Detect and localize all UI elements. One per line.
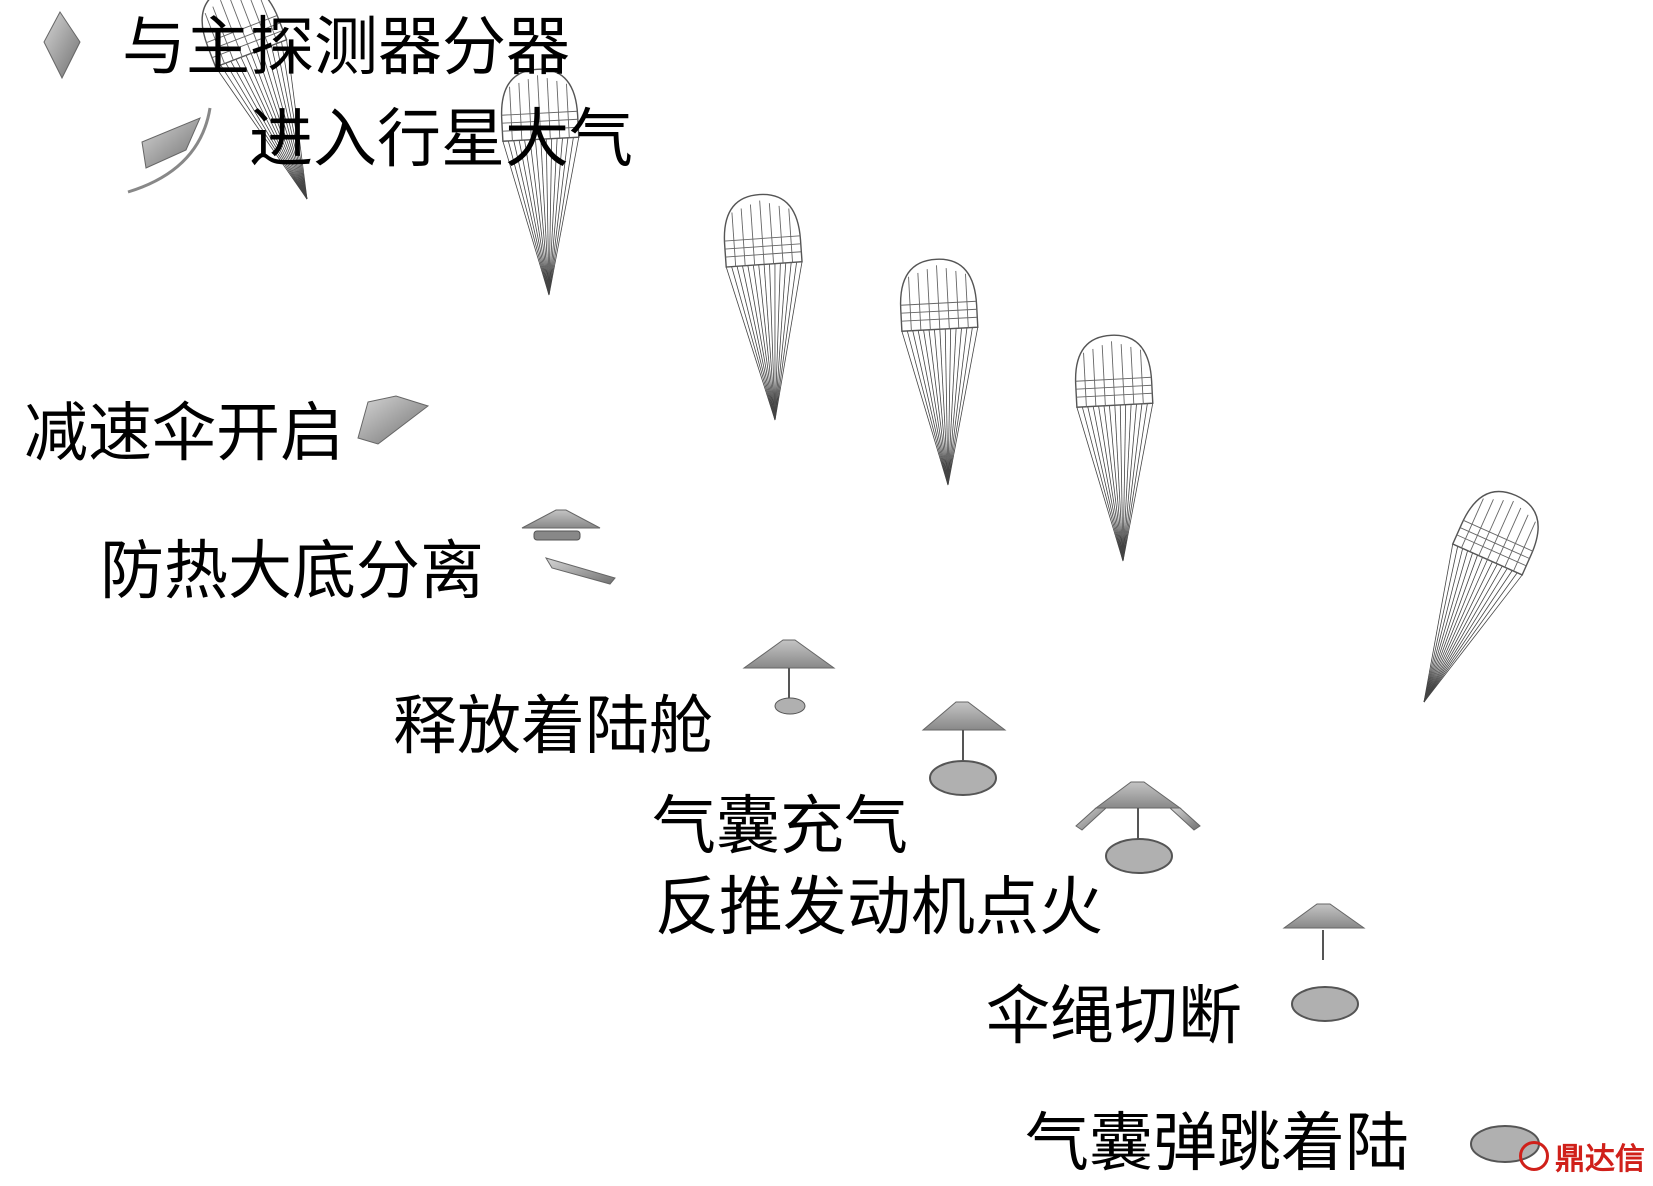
drogue-chute-deploy-icon (201, 0, 430, 445)
logo-icon (1519, 1141, 1549, 1171)
watermark-text: 鼎达信 (1555, 1142, 1645, 1177)
stage-label-airbag-inflation: 气囊充气 (652, 790, 908, 864)
stage-label-atmosphere-entry: 进入行星大气 (249, 103, 633, 177)
parachute-icon (1423, 490, 1539, 703)
parachute-icon (1074, 334, 1154, 562)
retro-rocket-ignition-icon (1074, 334, 1201, 874)
stage-label-chute-line-cut: 伞绳切断 (986, 980, 1242, 1054)
stage-label-airbag-landing: 气囊弹跳着陆 (1025, 1107, 1409, 1181)
stage-label-probe-separation: 与主探测器分器 (122, 11, 570, 85)
probe-separation-icon (43, 11, 81, 80)
parachute-icon (723, 193, 803, 421)
stage-label-drogue-chute: 减速伞开启 (24, 397, 344, 471)
parachute-icon (500, 68, 580, 296)
atmosphere-entry-icon (127, 107, 212, 194)
heatshield-separation-icon (500, 68, 616, 585)
parachute-icon (899, 258, 979, 486)
lander-release-icon (723, 193, 836, 715)
chute-line-cut-icon (1282, 490, 1539, 1022)
parachute-icon (201, 0, 308, 200)
airbag-inflation-icon (899, 258, 1007, 796)
stage-label-heatshield-separation: 防热大底分离 (100, 535, 484, 609)
stage-label-lander-release: 释放着陆舱 (393, 690, 713, 764)
watermark-logo: 鼎达信 (1519, 1134, 1645, 1178)
stage-label-retro-rocket-ignition: 反推发动机点火 (655, 871, 1103, 945)
